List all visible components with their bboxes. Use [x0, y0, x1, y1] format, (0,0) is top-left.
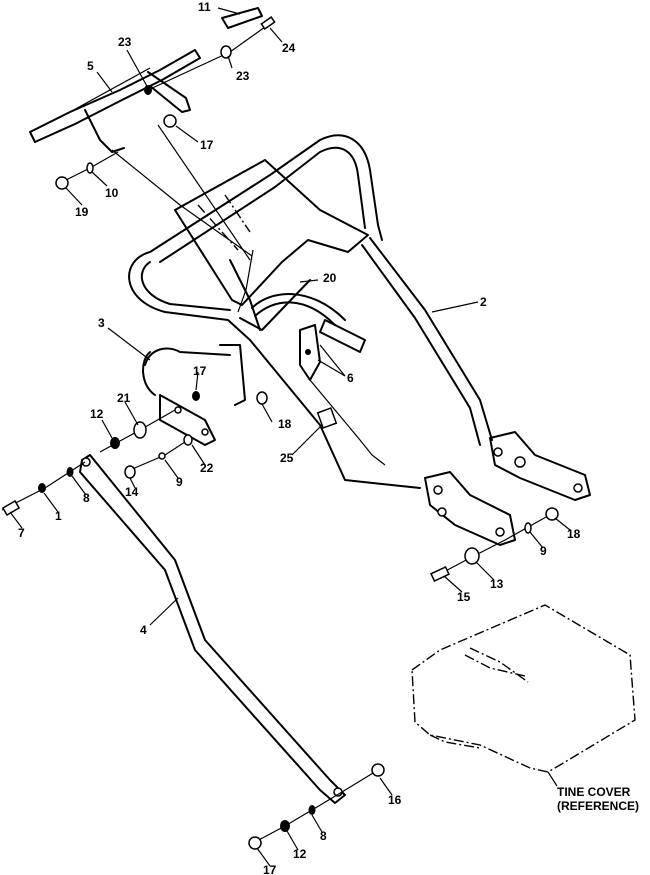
- callout-8-bottom: 8: [320, 829, 327, 843]
- sleeve-part-25: [316, 407, 338, 429]
- tine-cover-label-line1: TINE COVER: [557, 785, 631, 799]
- right-handle-bracket: [489, 431, 591, 501]
- callout-13: 13: [490, 577, 504, 591]
- callout-18-right: 18: [567, 527, 581, 541]
- callout-20: 20: [323, 271, 337, 285]
- callout-9-left: 9: [176, 475, 183, 489]
- callout-12-bottom: 12: [293, 847, 307, 861]
- control-rod: [111, 124, 254, 313]
- leader-lines: [9, 7, 571, 867]
- callout-21: 21: [117, 391, 131, 405]
- callout-10: 10: [105, 186, 119, 200]
- callout-2: 2: [480, 295, 487, 309]
- callout-5: 5: [87, 59, 94, 73]
- tine-cover-label: TINE COVER (REFERENCE): [557, 785, 639, 813]
- center-handle-bracket: [424, 471, 516, 546]
- middle-hardware: [256, 391, 268, 405]
- callout-18-mid: 18: [278, 417, 292, 431]
- grip-part-11: [221, 7, 263, 29]
- callout-labels: 11 23 5 23 24 17 10 19 2 3 20 6 17 21 12…: [18, 0, 581, 875]
- callout-17-bottom: 17: [263, 863, 277, 875]
- right-hardware: [430, 507, 559, 583]
- callout-16: 16: [388, 793, 402, 807]
- strut-part-4: [79, 454, 346, 804]
- callout-17-top: 17: [200, 138, 214, 152]
- callout-24: 24: [282, 41, 296, 55]
- callout-25: 25: [280, 451, 294, 465]
- callout-14: 14: [125, 485, 139, 499]
- handle-bracket-part-3: [142, 344, 246, 446]
- callout-9-right: 9: [540, 544, 547, 558]
- callout-6: 6: [347, 371, 354, 385]
- tine-cover-reference: [411, 604, 636, 773]
- lever-part-6: [299, 324, 386, 466]
- callout-3: 3: [98, 316, 105, 330]
- callout-1: 1: [55, 509, 62, 523]
- callout-23-left: 23: [118, 35, 132, 49]
- callout-11: 11: [198, 0, 211, 14]
- callout-4: 4: [140, 623, 147, 637]
- main-handle-part-2: [128, 134, 493, 489]
- control-bar-part-5: [29, 49, 201, 153]
- control-panel-plate: [174, 159, 369, 306]
- link-rod-part-20: [251, 293, 366, 353]
- callout-23-right: 23: [236, 69, 250, 83]
- callout-19: 19: [75, 205, 89, 219]
- bottom-hardware: [248, 763, 385, 850]
- callout-7: 7: [18, 526, 25, 540]
- callout-8-left: 8: [83, 491, 90, 505]
- callout-15: 15: [457, 590, 471, 604]
- callout-12-left: 12: [90, 407, 104, 421]
- top-hardware: [144, 16, 276, 95]
- left-hardware: [1, 114, 200, 516]
- tine-cover-label-line2: (REFERENCE): [557, 799, 639, 813]
- callout-22: 22: [200, 461, 214, 475]
- callout-17-mid: 17: [193, 364, 207, 378]
